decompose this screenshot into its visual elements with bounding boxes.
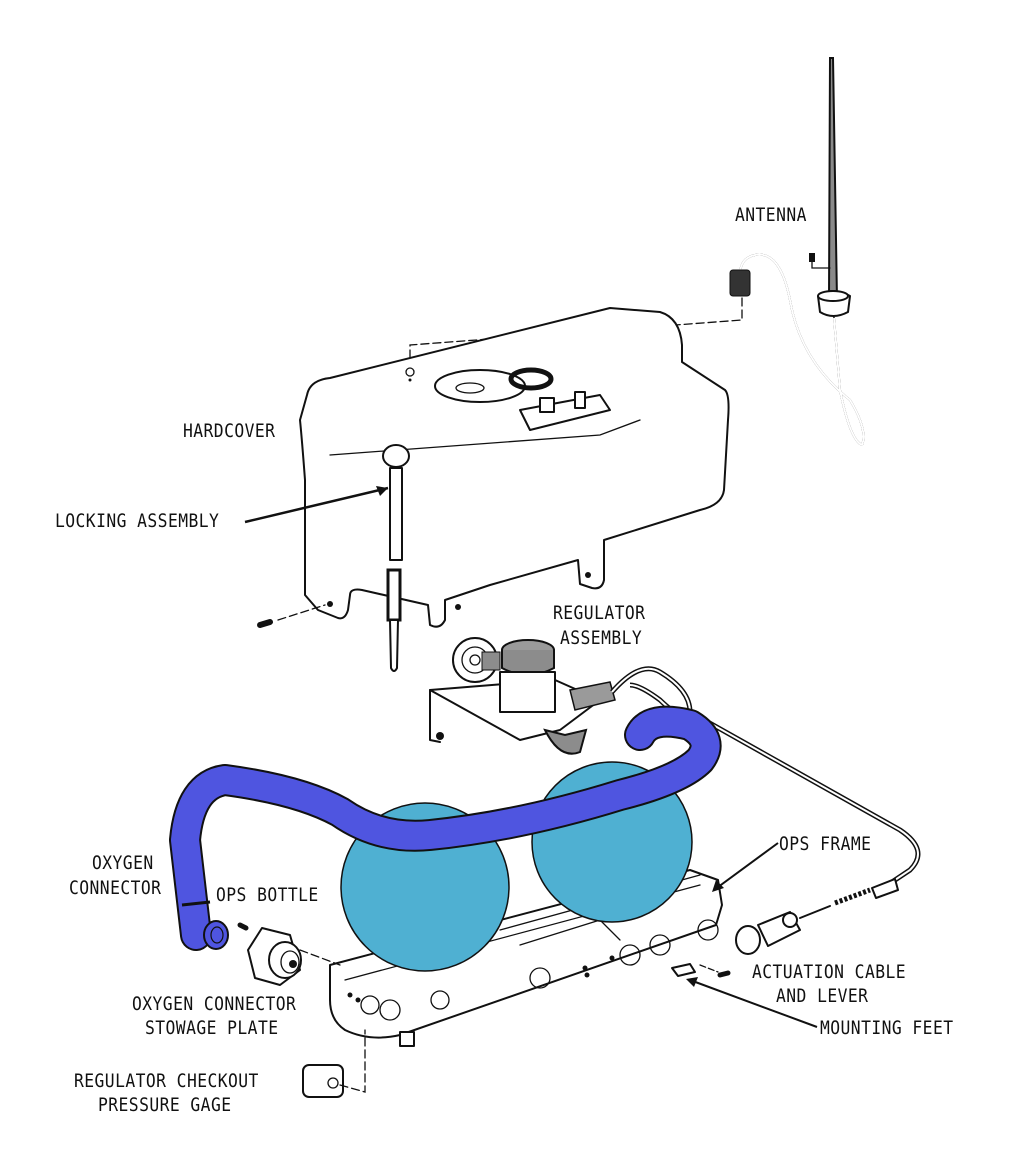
antenna-whip	[827, 57, 839, 301]
mounting-feet-leader	[689, 979, 818, 1028]
oxygen-connector-stowage-plate	[237, 922, 341, 986]
label-regulator-assembly-1: REGULATOR	[553, 602, 646, 624]
label-antenna: ANTENNA	[735, 204, 807, 226]
hardcover-screw	[257, 619, 273, 628]
locking-assembly-leader	[244, 486, 389, 524]
label-actuation-cable-2: AND LEVER	[776, 985, 869, 1007]
label-oxygen-connector-1: OXYGEN	[92, 852, 154, 874]
label-stowage-plate-2: STOWAGE PLATE	[145, 1017, 279, 1039]
label-regulator-checkout-2: PRESSURE GAGE	[98, 1094, 232, 1116]
oxygen-hose	[169, 705, 722, 951]
actuation-cable-lever	[699, 878, 899, 978]
antenna-cable	[739, 253, 865, 446]
regulator-checkout-pressure-gage	[302, 1029, 366, 1098]
label-locking-assembly: LOCKING ASSEMBLY	[55, 510, 220, 532]
label-hardcover: HARDCOVER	[183, 420, 276, 442]
label-ops-bottle: OPS BOTTLE	[216, 884, 319, 906]
label-regulator-assembly-2: ASSEMBLY	[560, 627, 643, 649]
label-oxygen-connector-2: CONNECTOR	[69, 877, 162, 899]
antenna-connector	[729, 269, 751, 297]
hardcover	[299, 307, 730, 628]
ops-frame-leader	[713, 842, 779, 891]
oxygen-connector-end	[203, 920, 229, 950]
hardcover-outline	[299, 307, 730, 628]
mounting-foot	[671, 963, 696, 977]
label-stowage-plate-1: OXYGEN CONNECTOR	[132, 993, 297, 1015]
label-ops-frame: OPS FRAME	[779, 833, 872, 855]
label-regulator-checkout-1: REGULATOR CHECKOUT	[74, 1070, 259, 1092]
hardcover-latch	[519, 394, 611, 431]
locking-assembly	[382, 444, 410, 672]
label-mounting-feet: MOUNTING FEET	[820, 1017, 954, 1039]
regulator-assembly	[429, 637, 693, 755]
label-actuation-cable-1: ACTUATION CABLE	[752, 961, 907, 983]
actuation-cable-line	[688, 709, 921, 893]
